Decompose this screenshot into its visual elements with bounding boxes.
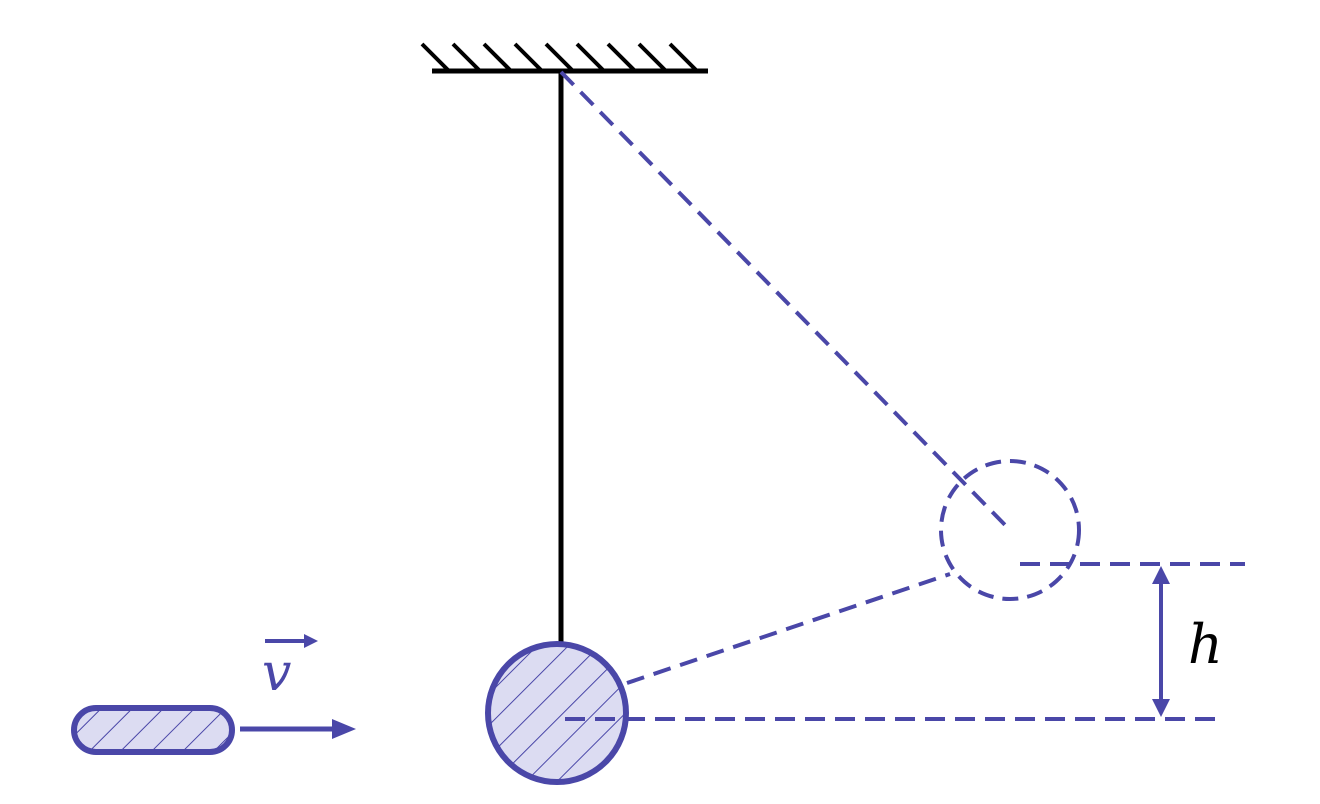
ceiling-hatching (420, 42, 699, 73)
trajectory-line (626, 572, 951, 685)
velocity-label-group: v (262, 634, 318, 703)
height-dimension-arrow (1152, 566, 1170, 717)
velocity-label: v (262, 643, 291, 703)
ceiling-support (420, 42, 708, 74)
height-label: h (1188, 613, 1223, 676)
pendulum-bob (485, 641, 629, 785)
projectile (71, 705, 235, 755)
velocity-arrow (240, 719, 356, 739)
raised-bob (939, 459, 1081, 601)
deflected-string (559, 70, 1012, 532)
